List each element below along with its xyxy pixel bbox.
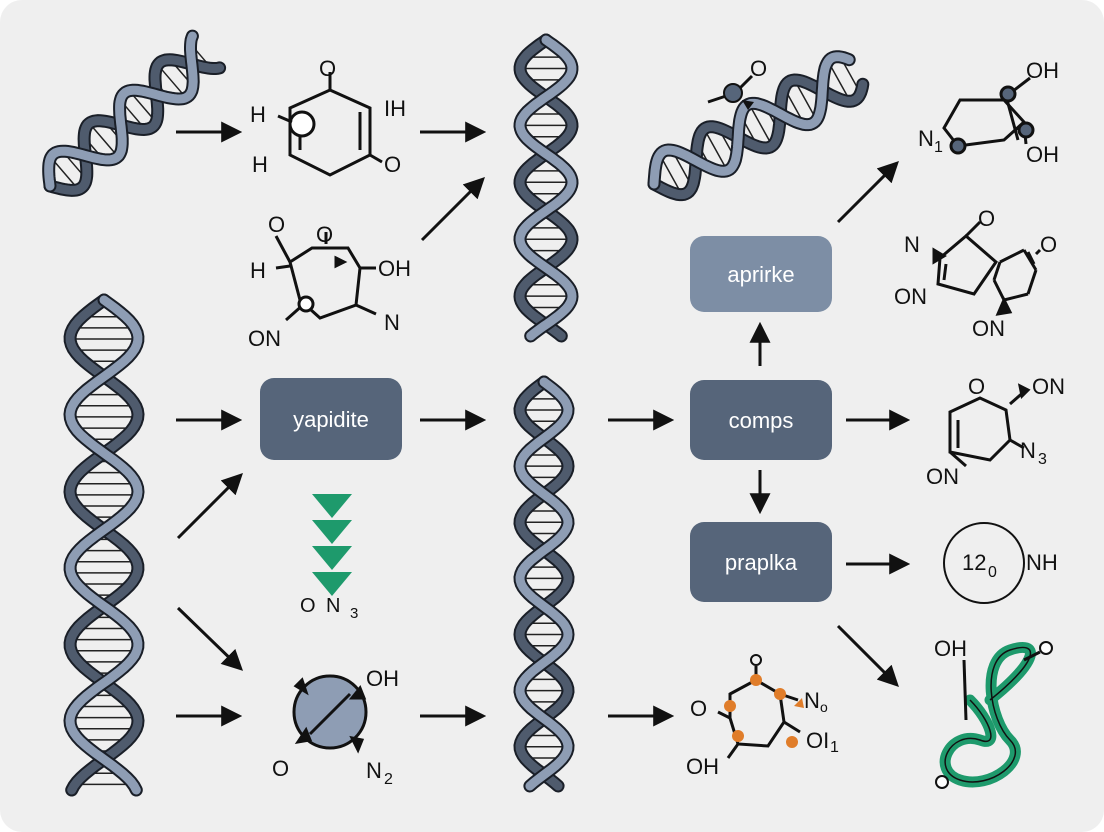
- dna-helix-icon: [647, 50, 870, 202]
- molecule-small: [707, 74, 754, 110]
- arrow-icon: [420, 177, 485, 242]
- ring-label-subscript: 0: [988, 564, 997, 581]
- molecule-2: [274, 232, 377, 322]
- atom-label: N: [904, 232, 920, 257]
- helix-strand: [65, 295, 143, 795]
- box-label-yapidite: yapidite: [293, 407, 369, 432]
- atom-subscript: o: [820, 699, 828, 715]
- ring-icon: [943, 522, 1025, 604]
- helix-rung: [88, 122, 119, 158]
- atom-label: N: [366, 758, 382, 783]
- atom-label: O: [316, 222, 333, 247]
- atom-label: OI: [806, 728, 829, 753]
- molecule-4: [932, 220, 1042, 316]
- atom-label: H: [252, 152, 268, 177]
- atom-label: O: [384, 152, 401, 177]
- atom-label: N: [1020, 438, 1036, 463]
- atom-label: O: [300, 595, 316, 617]
- helix-rung: [748, 103, 773, 147]
- atom-label: OH: [1026, 58, 1059, 83]
- atom-label: O: [272, 756, 289, 781]
- ring-label-number: 12: [962, 550, 986, 575]
- box-label-aprirke: aprirke: [727, 262, 794, 287]
- arrow-icon: [836, 161, 899, 224]
- atom-label: ON: [248, 326, 281, 351]
- helix-strand: [515, 35, 577, 341]
- atom-label: N: [384, 310, 400, 335]
- arrow-icon: [176, 606, 244, 671]
- atom-subscript: 1: [934, 139, 943, 156]
- atom-subscript: 3: [1038, 451, 1047, 468]
- atom-label: O: [268, 212, 285, 237]
- atom-label: N: [918, 126, 934, 151]
- dna-helix-icon: [42, 29, 227, 197]
- molecule-7: [717, 654, 804, 759]
- atom-label: N: [804, 688, 820, 713]
- process-box: [260, 378, 402, 460]
- flow-arrows: [176, 121, 911, 727]
- dna-helix-icon: [513, 33, 579, 343]
- helix-strand: [44, 31, 198, 191]
- helix-rung: [157, 64, 187, 99]
- atom-subscript: 3: [350, 605, 358, 622]
- molecule-8: [935, 641, 1053, 789]
- box-label-praplka: praplka: [725, 550, 798, 575]
- atom-label: O: [1040, 232, 1057, 257]
- arrow-icon: [836, 624, 899, 687]
- helix-strand: [45, 55, 225, 195]
- atom-label: OH: [378, 256, 411, 281]
- arrow-icon: [176, 473, 243, 540]
- molecule-5: [948, 383, 1031, 468]
- process-box: [690, 522, 832, 602]
- helix-strand: [65, 295, 143, 795]
- helix-strand: [515, 35, 577, 341]
- atom-label: O: [750, 56, 767, 81]
- dna-helix-icon: [513, 375, 575, 793]
- atom-label: ON: [926, 464, 959, 489]
- triangle-stack-icon: [312, 494, 352, 596]
- atom-label: OH: [686, 754, 719, 779]
- process-box: [690, 380, 832, 460]
- atom-label: ON: [1032, 374, 1065, 399]
- atom-label: H: [250, 102, 266, 127]
- atom-label: ON: [894, 284, 927, 309]
- atom-label: OH: [1026, 142, 1059, 167]
- ring-label-nh: NH: [1026, 550, 1058, 575]
- helix-strand: [649, 52, 854, 189]
- atom-label: O: [968, 374, 985, 399]
- atom-subscript: 1: [830, 739, 839, 756]
- helix-rung: [703, 128, 728, 172]
- atom-label: IH: [384, 96, 406, 121]
- helix-strand: [515, 377, 573, 791]
- atom-label: N: [326, 595, 340, 617]
- dna-helix-icon: [63, 293, 145, 797]
- molecule-6: [292, 674, 368, 754]
- atom-label: OH: [366, 666, 399, 691]
- atom-label: O: [690, 696, 707, 721]
- atom-label: H: [250, 258, 266, 283]
- atom-label: ON: [972, 316, 1005, 341]
- atom-subscript: 2: [384, 771, 393, 788]
- molecule-3: [942, 76, 1035, 155]
- process-box: [690, 236, 832, 312]
- box-label-comps: comps: [729, 408, 794, 433]
- molecule-1: [277, 72, 383, 177]
- atom-label: OH: [934, 636, 967, 661]
- atom-label: O: [978, 206, 995, 231]
- atom-label: O: [319, 56, 336, 81]
